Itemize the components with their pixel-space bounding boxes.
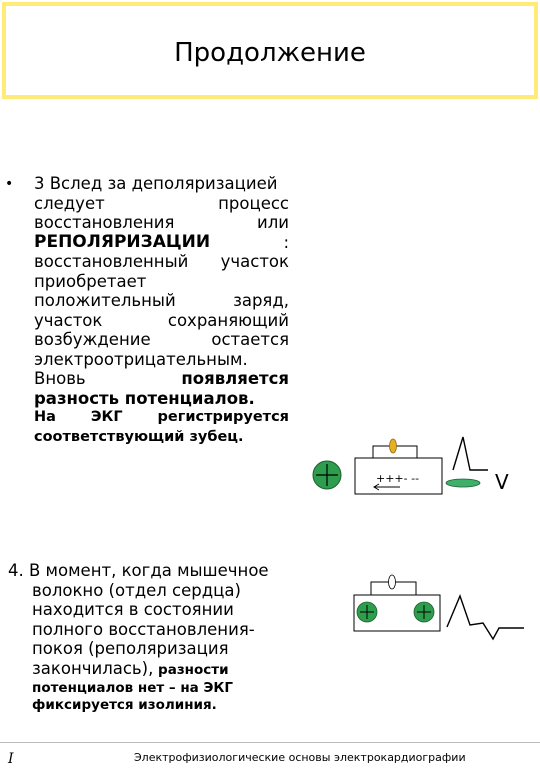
repolarization-diagram: +++- -- V [312,436,509,495]
p1-line: РЕПОЛЯРИЗАЦИИ: [34,231,289,252]
p1-line: разность потенциалов. [34,388,255,408]
galvanometer-icon [389,438,397,454]
slide-number: I [8,751,14,767]
fiber-box [354,457,443,495]
ecg-wave-icon [452,436,488,471]
p2-line: 4. В момент, когда мышечное [8,561,269,580]
ecg-wave-icon [446,594,524,641]
galvanometer-icon [388,574,396,590]
paragraph-rest-state: 4. В момент, когда мышечное волокно (отд… [8,561,293,714]
p2-line: находится в состоянии [32,600,234,619]
p2-line: полного восстановления- [32,619,255,639]
electrode-minus-icon [445,478,481,488]
slide-title: Продолжение [174,38,366,68]
footer-caption: Электрофизиологические основы электрокар… [134,751,466,764]
title-box: Продолжение [2,2,538,99]
charge-label: +++- -- [376,472,419,485]
p1-line: приобретает [34,271,147,291]
p2-line: закончилась), разности [32,658,229,678]
p1-line: 3 Вслед за деполяризацией [34,174,278,193]
p1-line: соответствующий зубец. [34,428,244,445]
rest-diagram [353,574,524,641]
arrow-left-icon [373,483,380,491]
wave-label: V [495,470,509,494]
p2-line: волокно (отдел сердца) [32,580,241,600]
footer: I Электрофизиологические основы электрок… [0,742,540,773]
p2-bold-line: потенциалов нет – на ЭКГ [32,680,234,696]
p1-line: электроотрицательным. [34,349,248,369]
p2-bold-line: фиксируется изолиния. [32,697,217,713]
p2-line: покоя (реполяризация [32,639,229,658]
bullet-marker: • [5,176,14,192]
